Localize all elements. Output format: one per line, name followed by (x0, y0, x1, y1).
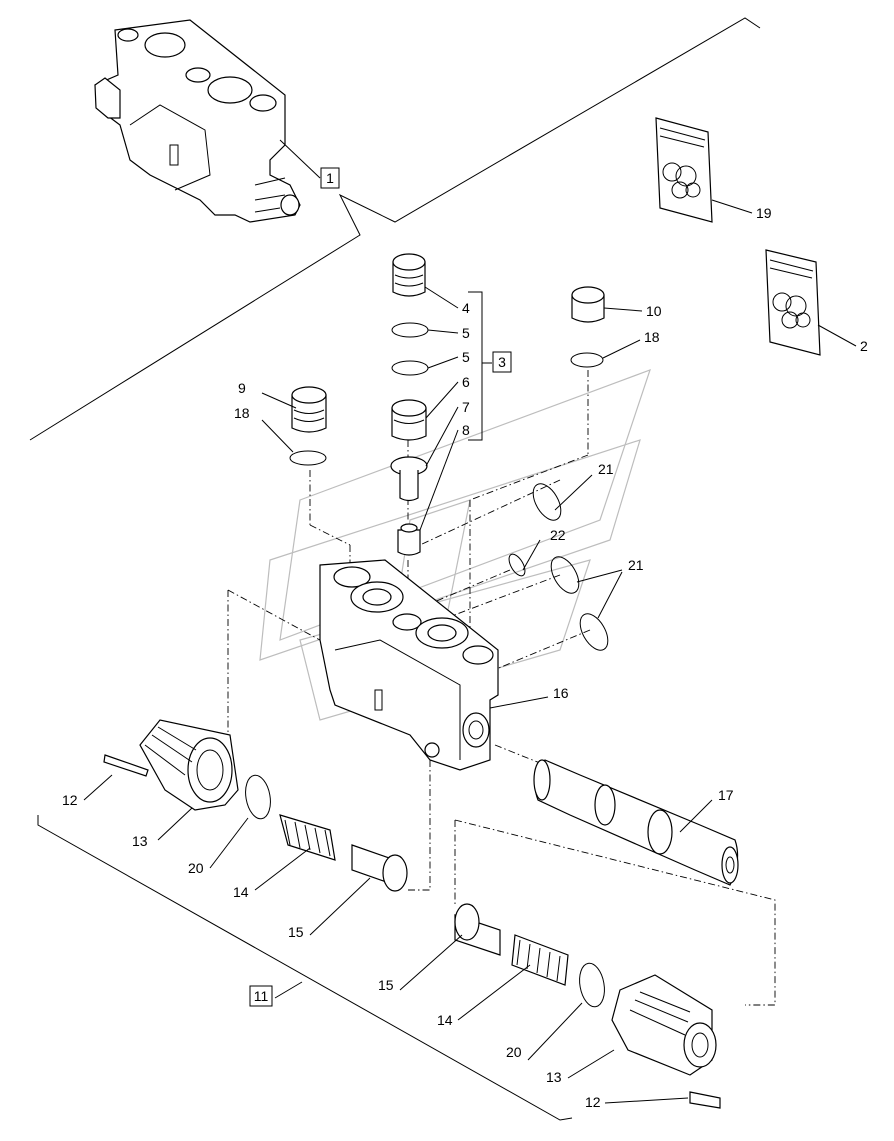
callout-21a: 21 (598, 461, 614, 477)
callout-15b: 15 (378, 977, 394, 993)
callout-4: 4 (462, 300, 470, 316)
spool-part-17 (533, 759, 739, 886)
callout-3: 3 (498, 354, 506, 370)
callout-2: 2 (860, 338, 868, 354)
plug-part-9 (289, 386, 327, 466)
callout-11: 11 (254, 988, 269, 1004)
leader-lines (83, 139, 857, 1104)
callout-17: 17 (718, 787, 734, 803)
callout-12b: 12 (585, 1094, 601, 1110)
callout-15a: 15 (288, 924, 304, 940)
callout-14b: 14 (437, 1012, 453, 1028)
callout-20b: 20 (506, 1044, 522, 1060)
callout-19: 19 (756, 205, 772, 221)
callout-22: 22 (550, 527, 566, 543)
callout-14a: 14 (233, 884, 249, 900)
plug-part-10 (570, 286, 605, 368)
callout-5a: 5 (462, 325, 470, 341)
callout-5b: 5 (462, 349, 470, 365)
section-lines (29, 17, 761, 1121)
end-cap-group-right (454, 903, 721, 1109)
callout-6: 6 (462, 374, 470, 390)
callout-box-3 (492, 351, 512, 373)
valve-body (319, 559, 499, 771)
callout-9: 9 (238, 380, 246, 396)
callout-1: 1 (326, 170, 334, 186)
callout-18b: 18 (644, 329, 660, 345)
callout-16: 16 (553, 685, 569, 701)
callout-20a: 20 (188, 860, 204, 876)
callout-12a: 12 (62, 792, 78, 808)
valve-assembly-part-1 (94, 19, 301, 223)
end-cap-group-left (103, 719, 408, 892)
callout-labels: 1 19 2 4 5 5 6 7 8 3 10 18 9 18 21 22 21… (62, 167, 868, 1110)
callout-13b: 13 (546, 1069, 562, 1085)
callout-box-11 (249, 985, 273, 1007)
callout-7: 7 (462, 399, 470, 415)
seal-kit-part-2 (765, 249, 821, 356)
callout-8: 8 (462, 422, 470, 438)
o-rings-parts-21-22 (508, 483, 609, 651)
seal-kit-part-19 (655, 117, 713, 223)
callout-box-1 (320, 167, 340, 189)
plug-stack-parts-4-8 (390, 253, 429, 556)
callout-10: 10 (646, 303, 662, 319)
callout-21b: 21 (628, 557, 644, 573)
callout-18a: 18 (234, 405, 250, 421)
callout-13a: 13 (132, 833, 148, 849)
